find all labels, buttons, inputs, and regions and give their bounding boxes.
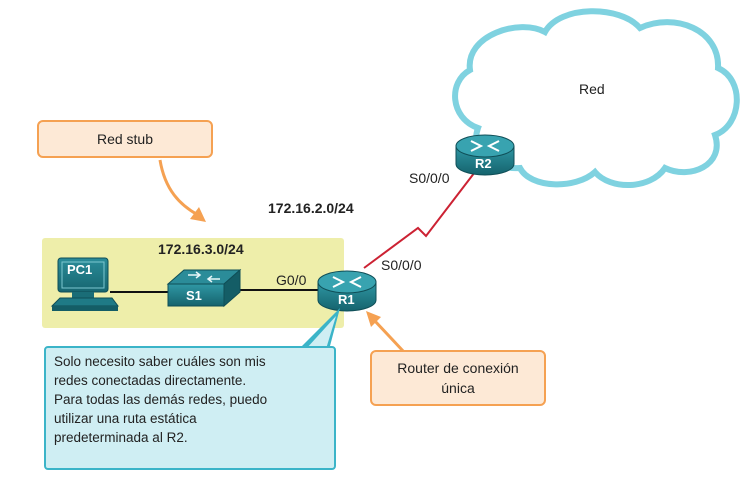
stub-arrow-icon <box>158 159 206 222</box>
stub-callout: Red stub <box>37 120 213 158</box>
note-line-4: utilizar una ruta estática <box>54 411 197 426</box>
serial-network-label: 172.16.2.0/24 <box>268 200 354 216</box>
r2-label: R2 <box>475 156 492 171</box>
cloud-label: Red <box>579 81 605 97</box>
note-callout: Solo necesito saber cuáles son mis redes… <box>44 346 336 470</box>
r2-serial-interface: S0/0/0 <box>409 170 450 186</box>
router-r2-icon[interactable] <box>455 134 515 176</box>
router-callout-arrow-icon <box>366 311 406 354</box>
router-callout: Router de conexión única <box>370 350 546 406</box>
r1-serial-interface: S0/0/0 <box>381 257 422 273</box>
note-line-5: predeterminada al R2. <box>54 430 188 445</box>
note-pointer-icon <box>302 308 340 349</box>
router-callout-line-2: única <box>441 380 475 396</box>
stub-callout-text: Red stub <box>96 131 154 147</box>
pc-label: PC1 <box>67 262 93 277</box>
serial-link <box>363 167 479 269</box>
pc-icon[interactable] <box>50 257 119 311</box>
switch-icon[interactable] <box>166 268 242 308</box>
switch-label: S1 <box>186 288 202 303</box>
note-line-1: Solo necesito saber cuáles son mis <box>54 354 266 369</box>
r1-label: R1 <box>338 292 355 307</box>
lan-network-label: 172.16.3.0/24 <box>158 241 244 257</box>
router-r1-icon[interactable] <box>317 270 377 312</box>
note-line-3: Para todas las demás redes, puedo <box>54 392 268 407</box>
note-line-2: redes conectadas directamente. <box>54 373 247 388</box>
router-callout-line-1: Router de conexión <box>397 360 519 376</box>
r1-gig-interface: G0/0 <box>276 272 307 288</box>
